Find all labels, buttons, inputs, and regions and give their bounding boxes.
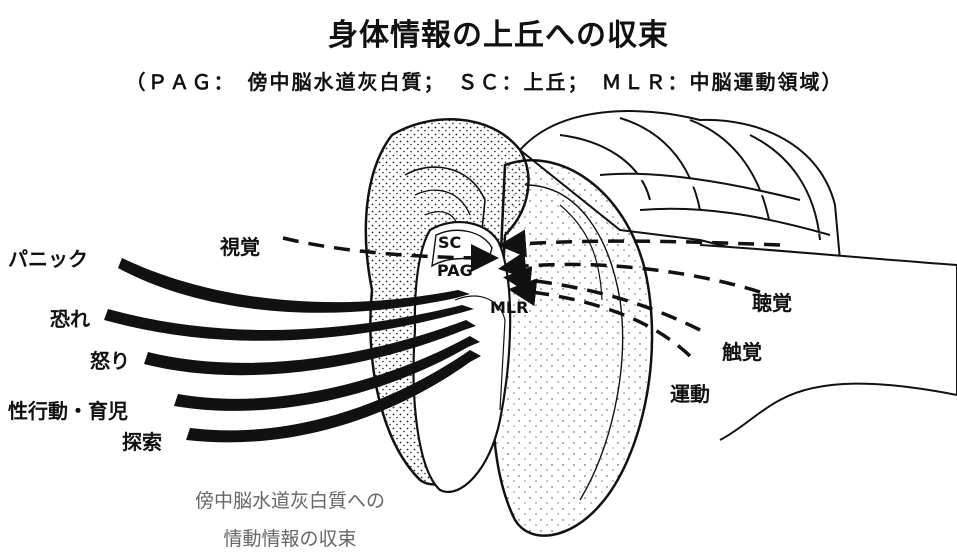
caption-line-1: 傍中脳水道灰白質への xyxy=(165,486,415,513)
sensory-label-visual: 視覚 xyxy=(220,231,260,260)
emotion-label-sexual-parenting: 性行動・育児 xyxy=(8,395,128,424)
mlr-label: MLR xyxy=(490,298,528,317)
sensory-label-tactile: 触覚 xyxy=(722,336,762,365)
pag-label: PAG xyxy=(437,261,473,280)
sensory-label-auditory: 聴覚 xyxy=(752,287,792,316)
emotion-label-anger: 怒り xyxy=(90,345,130,374)
emotion-label-exploration: 探索 xyxy=(122,426,162,455)
sensory-label-motor: 運動 xyxy=(670,378,710,407)
sc-label: SC xyxy=(438,233,461,252)
emotion-label-panic: パニック xyxy=(8,243,88,272)
caption-line-2: 情動情報の収束 xyxy=(165,524,415,551)
emotion-label-fear: 恐れ xyxy=(50,303,90,332)
